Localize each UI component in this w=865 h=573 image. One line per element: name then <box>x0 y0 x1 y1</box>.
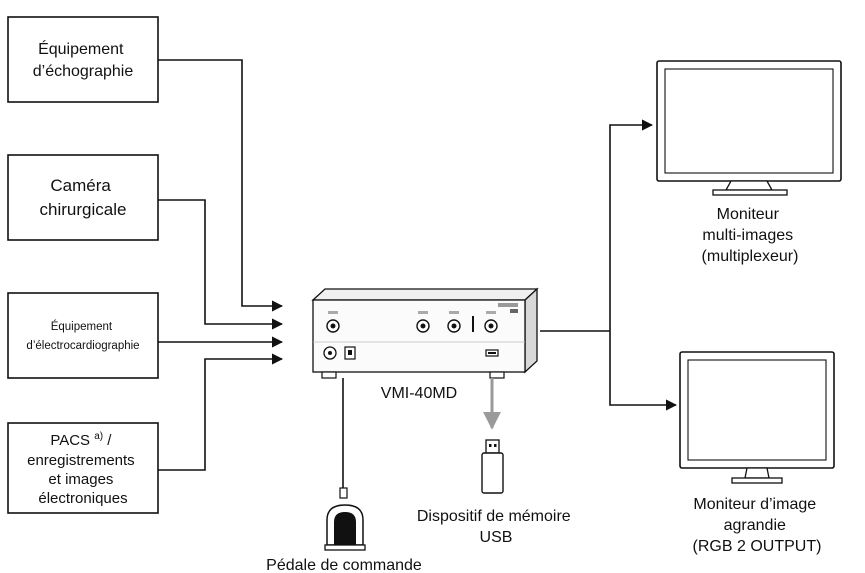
multi-image-monitor-label-line-1: Moniteur <box>717 206 780 223</box>
source-box-surgical-camera: Caméra chirurgicale <box>7 154 159 241</box>
device-knob-4 <box>484 311 498 333</box>
source-box-pacs: PACS a) / enregistrements et images élec… <box>7 422 159 514</box>
ecg-label-line-1: Équipement <box>51 320 113 333</box>
source-box-ultrasound: Équipement d’échographie <box>7 16 159 103</box>
multi-image-monitor-label-line-3: (multiplexeur) <box>702 248 799 265</box>
device-logo <box>498 303 518 313</box>
footnote-marker: a) <box>94 431 103 442</box>
svg-text:Moniteur multi-images: Moniteur multi-images (multiplexeur) <box>702 206 799 265</box>
foot-pedal: Pédale de commande <box>266 378 422 573</box>
pacs-connection-line <box>158 353 284 471</box>
ecg-label-line-2: d’électrocardiographie <box>26 340 139 352</box>
ultrasound-connection-line <box>158 59 284 312</box>
pedal-label: Pédale de commande <box>266 557 422 573</box>
device-power-button <box>344 346 356 360</box>
device-knob-2 <box>416 311 430 333</box>
magnified-monitor-connection-line <box>609 331 678 411</box>
device-pedal-port <box>323 346 337 360</box>
pacs-label-line-1: PACS a) / <box>50 431 112 449</box>
multi-image-monitor: Moniteur multi-images (multiplexeur) <box>656 60 842 265</box>
multi-image-monitor-label-line-2: multi-images <box>702 227 793 244</box>
svg-text:PACS a) / enregistrement: PACS a) / enregistrements et images élec… <box>27 431 139 507</box>
device-divider <box>472 316 474 332</box>
magnified-monitor-label-line-3: (RGB 2 OUTPUT) <box>693 538 822 555</box>
surgical-camera-connection-line <box>158 199 284 330</box>
svg-text:Caméra chirurgicale: Caméra chirurgicale <box>40 176 127 219</box>
surgical-camera-label-line-1: Caméra <box>50 176 111 195</box>
device-foot-right <box>489 371 505 379</box>
ultrasound-label-line-2: d’échographie <box>33 63 134 80</box>
surgical-camera-label-line-2: chirurgicale <box>40 200 127 219</box>
usb-memory-device: Dispositif de mémoire USB <box>417 378 575 546</box>
output-connections <box>540 119 678 411</box>
device-name-label: VMI-40MD <box>381 385 457 402</box>
device-knob-3 <box>447 311 461 333</box>
ultrasound-label-line-1: Équipement <box>38 39 124 58</box>
usb-label-line-2: USB <box>480 529 513 546</box>
magnified-monitor-label-line-2: agrandie <box>724 517 786 534</box>
magnified-monitor: Moniteur d’image agrandie (RGB 2 OUTPUT) <box>679 351 835 555</box>
device-foot-left <box>321 371 337 379</box>
usb-label-line-1: Dispositif de mémoire <box>417 508 571 525</box>
input-connections <box>158 59 284 471</box>
foot-pedal-icon <box>324 487 366 551</box>
pacs-label-line-3: et images <box>48 471 113 488</box>
multi-image-monitor-connection-line <box>609 119 654 331</box>
device-knob-1 <box>326 311 340 333</box>
svg-text:Dispositif de mémoire US: Dispositif de mémoire USB <box>417 508 575 546</box>
magnified-monitor-label-line-1: Moniteur d’image <box>693 496 816 513</box>
vmi-device: VMI-40MD <box>311 287 539 402</box>
pacs-label-line-2: enregistrements <box>27 452 135 469</box>
svg-text:Équipement d’échographie: Équipement d’échographie <box>33 39 134 80</box>
svg-text:Équipement d’électrocard: Équipement d’électrocardiographie <box>26 320 139 352</box>
source-box-ecg: Équipement d’électrocardiographie <box>7 292 159 379</box>
device-usb-port <box>485 349 499 357</box>
svg-text:Moniteur d’image agrandi: Moniteur d’image agrandie (RGB 2 OUTPUT) <box>693 496 822 555</box>
pacs-label-line-4: électroniques <box>38 490 127 507</box>
usb-stick-icon <box>481 439 504 494</box>
